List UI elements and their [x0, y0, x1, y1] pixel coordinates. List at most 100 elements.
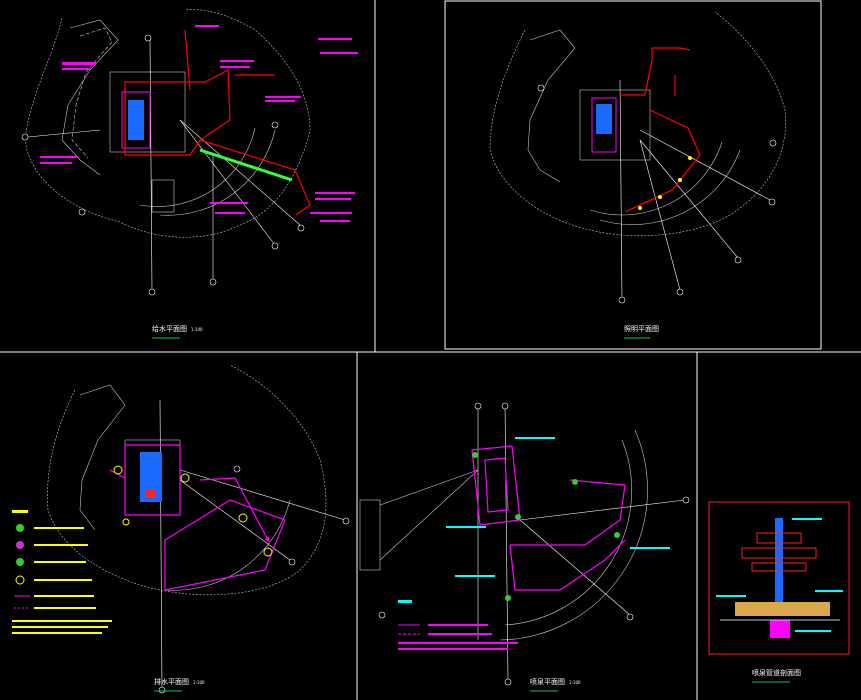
grid-bubble-icon	[618, 296, 626, 304]
grid-bubble-icon	[682, 496, 690, 504]
axis-line-d	[179, 119, 301, 226]
path-outline	[61, 19, 119, 176]
water-notes	[40, 25, 358, 222]
pump-box	[146, 490, 156, 498]
grid-bubble-icon	[768, 198, 776, 206]
legend-symbol-4	[15, 575, 25, 585]
legend-title	[12, 510, 28, 513]
scale-bottom-middle: 1:100	[569, 680, 581, 685]
arc-1	[164, 499, 291, 591]
pool-fill	[128, 100, 144, 140]
nozzle-tier-2	[741, 547, 817, 559]
grid-bubble-icon	[626, 613, 634, 621]
scale-bottom-left: 1:100	[193, 680, 205, 685]
grid-bubbles-bm	[378, 402, 690, 686]
grid-bubble-icon	[271, 121, 279, 129]
pool-fill	[140, 452, 162, 502]
plan-top-left: 给水平面图 1:100	[21, 9, 358, 339]
legend-symbol-1	[16, 524, 24, 532]
grid-bubbles-bl	[158, 465, 350, 694]
pavilion-outline	[579, 89, 651, 161]
scale-top-left: 1:100	[191, 327, 203, 332]
tree-outline	[24, 9, 311, 238]
pump-base	[770, 620, 790, 638]
title-detail: 喷泉管道剖面图	[752, 668, 801, 677]
frame-top-right	[444, 0, 822, 350]
fountain-nozzles	[472, 452, 620, 601]
grid-bubble-icon	[297, 224, 305, 232]
grid-bubble-icon	[378, 611, 386, 619]
plan-bottom-left: 排水平面图 1:100	[12, 364, 350, 694]
grid-bubble-icon	[271, 242, 279, 250]
drain-fixtures	[113, 465, 273, 557]
grid-bubble-icon	[474, 402, 482, 410]
pool-outline	[591, 97, 617, 153]
grid-bubble-icon	[78, 208, 86, 216]
grid-bubble-icon	[158, 686, 166, 694]
basin-band	[735, 602, 830, 616]
axis-line-e	[519, 519, 631, 616]
grid-bubble-icon	[21, 133, 29, 141]
grid-bubble-icon	[144, 34, 152, 42]
valve-icon	[113, 465, 123, 475]
pool-fill	[596, 104, 612, 134]
arc-2	[139, 127, 256, 207]
grid-bubble-icon	[676, 288, 684, 296]
grid-bubble-icon	[769, 139, 777, 147]
grid-bubbles-tl	[21, 34, 305, 296]
plan-bottom-middle: 喷泉平面图 1:100	[359, 402, 690, 692]
grid-bubble-icon	[288, 558, 296, 566]
axis-line-c	[179, 469, 346, 521]
title-top-left: 给水平面图	[152, 324, 187, 333]
axis-line-d	[639, 139, 681, 291]
axis-line-a	[159, 399, 163, 691]
axis-line-f	[519, 499, 686, 521]
fixture-icon	[572, 479, 578, 485]
tree-outline	[489, 11, 787, 237]
fixture-icon	[505, 595, 511, 601]
fixture-icon	[678, 178, 682, 182]
arc-1	[499, 429, 648, 641]
valve-icon	[238, 513, 248, 523]
frame-detail	[708, 501, 850, 655]
title-bottom-middle: 喷泉平面图	[530, 677, 565, 686]
fixture-icon	[472, 452, 478, 458]
tree-outline	[47, 364, 327, 596]
axis-line-c	[179, 119, 276, 246]
fixture-icon	[658, 195, 662, 199]
fixture-icon	[515, 514, 521, 520]
axis-line-a	[619, 79, 623, 301]
arc-1	[159, 129, 276, 216]
valve-icon	[263, 547, 273, 557]
grid-bubble-icon	[342, 517, 350, 525]
light-fixtures	[638, 156, 692, 210]
grid-bubble-icon	[537, 84, 545, 92]
fixture-icon	[638, 206, 642, 210]
fixture-icon	[688, 156, 692, 160]
nozzle-tier-1	[756, 532, 802, 544]
detail-notes	[716, 518, 843, 632]
axis-line-b	[379, 469, 479, 561]
axis-line-b	[179, 479, 291, 561]
grid-bubble-icon	[504, 678, 512, 686]
path-inner	[71, 27, 113, 159]
valve-icon	[180, 473, 190, 483]
grid-bubble-icon	[501, 402, 509, 410]
arc-2	[589, 141, 723, 216]
arc-2	[504, 439, 632, 626]
bridge-outline	[359, 499, 381, 571]
grid-bubble-icon	[734, 256, 742, 264]
legend-title	[398, 600, 412, 603]
green-pipe	[199, 148, 293, 182]
pool-outline	[121, 91, 151, 149]
arc-1	[599, 149, 741, 225]
step-rect	[151, 179, 175, 213]
pavilion-outline	[109, 71, 186, 153]
axis-line-c	[639, 129, 771, 201]
axis-line-d	[504, 404, 509, 681]
fountain-legend	[398, 600, 518, 650]
axis-line-e	[27, 129, 101, 138]
title-bottom-left: 排水平面图	[154, 677, 189, 686]
